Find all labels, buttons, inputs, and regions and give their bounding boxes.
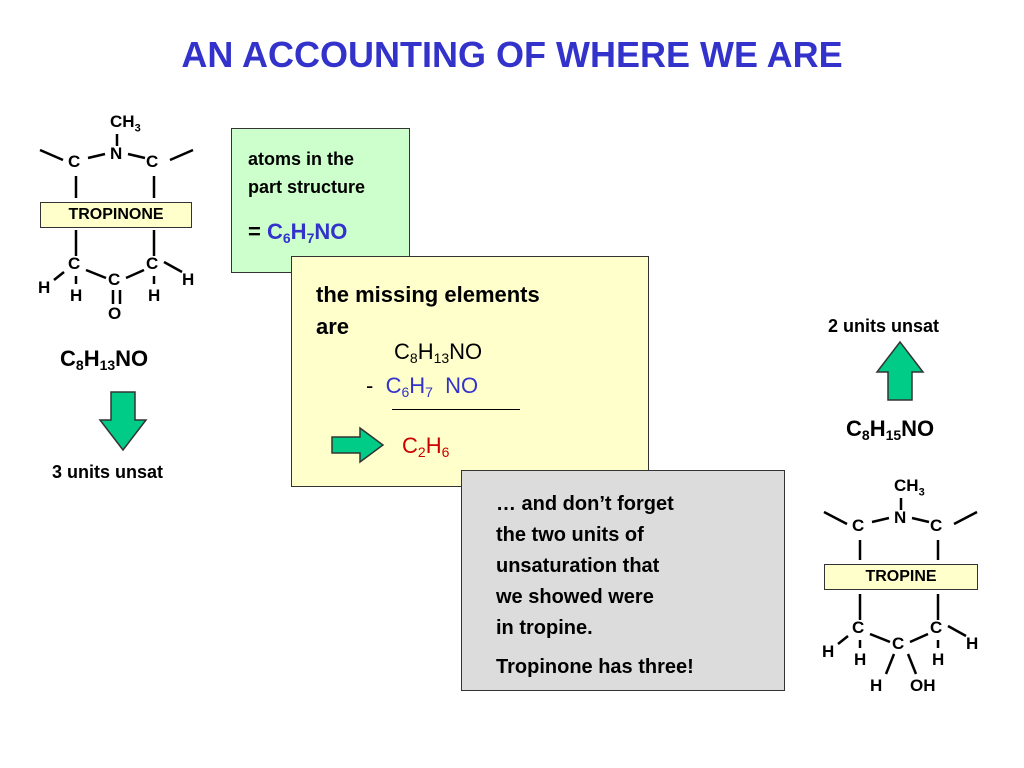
page-title: AN ACCOUNTING OF WHERE WE ARE: [181, 34, 843, 75]
missing-result: C2H6: [402, 433, 450, 460]
note-line-2: the two units of: [496, 524, 644, 546]
note-last-line: Tropinone has three!: [496, 656, 694, 678]
tropinone-h2: H: [70, 286, 83, 305]
right-arrow-icon: [331, 426, 385, 464]
tropinone-n: N: [110, 144, 123, 163]
tropine-label: TROPINE: [865, 568, 937, 585]
atoms-box: atoms in the part structure = C6H7NO: [231, 128, 410, 273]
tropinone-h4: H: [182, 270, 195, 289]
missing-minuend: C8H13NO: [394, 339, 483, 366]
tropine-c4: C: [930, 618, 943, 637]
tropine-unsat: 2 units unsat: [828, 316, 940, 336]
tropine-h2: H: [854, 650, 867, 669]
atoms-box-line1: atoms in the: [248, 149, 355, 169]
atoms-box-line2: part structure: [248, 177, 366, 197]
note-line-3: unsaturation that: [496, 555, 660, 577]
tropine-formula: C8H15NO: [846, 416, 935, 443]
tropine-h1: H: [822, 642, 835, 661]
tropine-n: N: [894, 508, 907, 527]
tropinone-label-box: TROPINONE: [40, 202, 192, 228]
tropinone-c4: C: [146, 254, 159, 273]
atoms-box-formula: = C6H7NO: [248, 219, 348, 246]
tropinone-label: TROPINONE: [68, 206, 164, 223]
tropine-oh: OH: [910, 676, 936, 695]
tropine-ch3: CH3: [894, 476, 925, 499]
tropinone-c2: C: [146, 152, 159, 171]
tropinone-h3: H: [148, 286, 161, 305]
tropinone-bonds: [39, 134, 194, 304]
subtraction-line: [392, 409, 520, 410]
tropinone-o: O: [108, 304, 122, 323]
tropine-h4: H: [966, 634, 979, 653]
tropinone-formula: C8H13NO: [60, 346, 149, 373]
tropine-c5: C: [892, 634, 905, 653]
up-arrow-icon: [875, 340, 925, 401]
note-line-5: in tropine.: [496, 617, 593, 639]
tropinone-c5: C: [108, 270, 121, 289]
tropine-label-box: TROPINE: [824, 564, 978, 590]
tropine-c3: C: [852, 618, 865, 637]
note-line-4: we showed were: [496, 586, 654, 608]
missing-elements-box: the missing elements are C8H13NO - C6H7 …: [291, 256, 649, 487]
tropinone-structure: CH3 N C C TROPINONE C C C H H H H O: [30, 110, 210, 330]
tropinone-unsat: 3 units unsat: [52, 462, 164, 482]
note-line-1: … and don’t forget: [496, 493, 674, 515]
missing-subtrahend: - C6H7 NO: [366, 373, 479, 400]
missing-box-line2: are: [316, 314, 350, 339]
tropinone-h1: H: [38, 278, 51, 297]
tropine-h3: H: [932, 650, 945, 669]
tropine-structure: CH3 N C C TROPINE C C C H H H H H OH: [814, 472, 1004, 702]
note-box: … and don’t forget the two units of unsa…: [461, 470, 785, 691]
tropine-c2: C: [930, 516, 943, 535]
tropinone-c3: C: [68, 254, 81, 273]
tropine-h5: H: [870, 676, 883, 695]
missing-box-line1: the missing elements: [316, 282, 540, 307]
tropine-c1: C: [852, 516, 865, 535]
down-arrow-icon: [98, 391, 148, 452]
tropine-bonds: [823, 498, 978, 675]
tropinone-ch3: CH3: [110, 112, 141, 135]
tropinone-c1: C: [68, 152, 81, 171]
